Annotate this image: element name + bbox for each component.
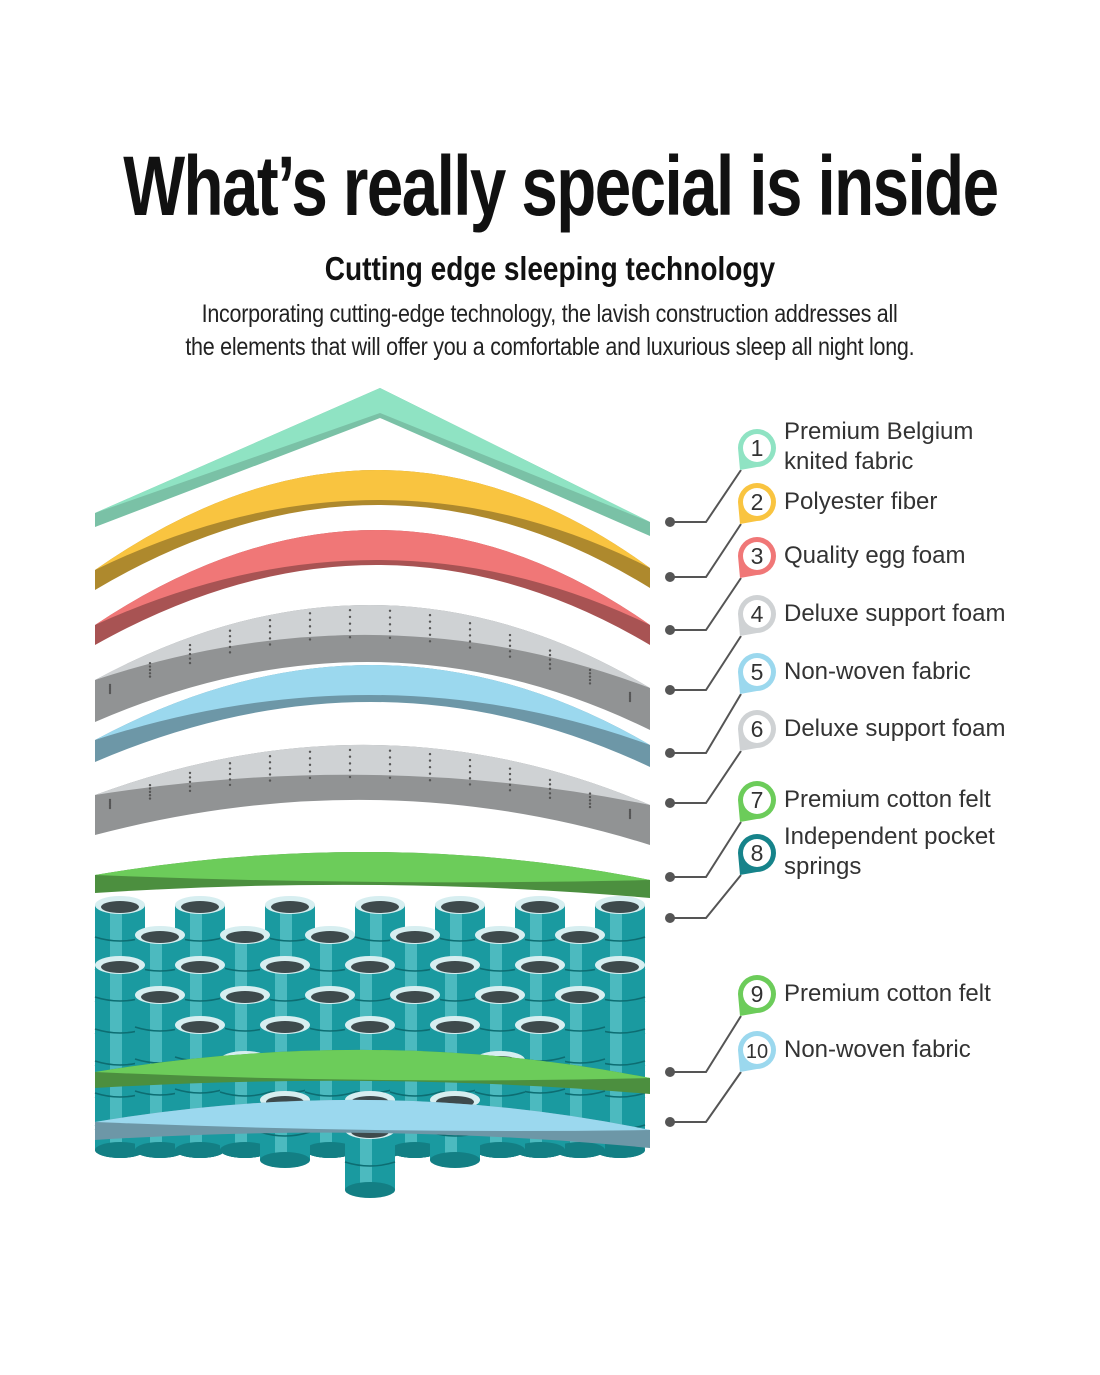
badge-number: 4 xyxy=(751,601,764,627)
layer-label: Premium cotton felt xyxy=(784,786,991,813)
layer-label: Non-woven fabric xyxy=(784,1036,971,1063)
layer-5 xyxy=(95,664,650,767)
callout-8: 8 xyxy=(665,834,776,923)
spring-coil xyxy=(344,1121,396,1198)
layer-10 xyxy=(95,1099,650,1148)
layer-3 xyxy=(95,530,650,645)
layer-label: Quality egg foam xyxy=(784,542,966,569)
pocket-springs xyxy=(94,896,646,1198)
layer-label: Non-woven fabric xyxy=(784,658,971,685)
layer-label: Independent pocket xyxy=(784,823,995,850)
spring-coil xyxy=(174,1016,226,1158)
callout-6: 6 xyxy=(665,710,776,808)
layer-label: Deluxe support foam xyxy=(784,715,1006,742)
page-title: What’s really special is inside xyxy=(123,139,999,233)
description: Incorporating cutting-edge technology, t… xyxy=(185,300,915,361)
layer-4 xyxy=(95,604,650,730)
callout-5: 5 xyxy=(665,653,776,758)
badge-number: 3 xyxy=(751,543,764,569)
callout-4: 4 xyxy=(665,595,776,695)
badge-number: 2 xyxy=(751,489,764,515)
callout-9: 9 xyxy=(665,975,776,1077)
badge-number: 9 xyxy=(751,981,764,1007)
badge-number: 5 xyxy=(751,659,764,685)
layer-label: Premium cotton felt xyxy=(784,980,991,1007)
badge-number: 8 xyxy=(751,840,764,866)
callouts: 1 2 3 4 5 6 7 8 9 10 xyxy=(665,429,776,1127)
badge-number: 7 xyxy=(751,787,764,813)
layer-9 xyxy=(95,1049,650,1094)
subtitle: Cutting edge sleeping technology xyxy=(324,250,776,287)
layer-label: springs xyxy=(784,853,862,880)
layer-label: knited fabric xyxy=(784,448,914,475)
callout-3: 3 xyxy=(665,537,776,635)
badge-number: 1 xyxy=(751,435,764,461)
layer-7 xyxy=(95,851,650,898)
badge-number: 10 xyxy=(746,1041,768,1063)
layer-stack xyxy=(95,388,650,1148)
layer-6 xyxy=(95,744,650,845)
callout-10: 10 xyxy=(665,1031,776,1127)
layer-label: Premium Belgium xyxy=(784,418,974,445)
callout-2: 2 xyxy=(665,483,776,582)
badge-number: 6 xyxy=(751,716,764,742)
layer-label: Deluxe support foam xyxy=(784,600,1006,627)
layer-label: Polyester fiber xyxy=(784,488,938,515)
callout-1: 1 xyxy=(665,429,776,527)
layer-2 xyxy=(95,469,650,590)
callout-7: 7 xyxy=(665,781,776,882)
layer-1 xyxy=(95,388,650,536)
